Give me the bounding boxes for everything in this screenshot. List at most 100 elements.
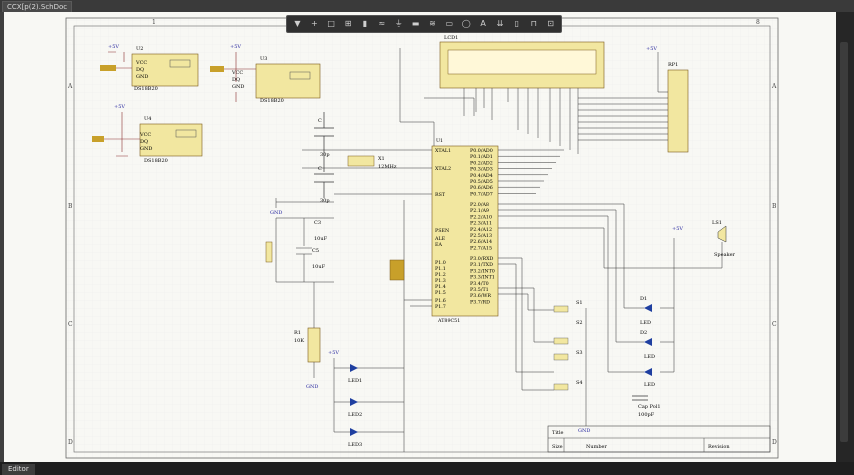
u1-pin-right: P0.4/AD4 — [470, 173, 493, 179]
parameter-icon[interactable]: ⊡ — [547, 19, 554, 28]
svg-text:10uF: 10uF — [312, 264, 326, 270]
wire-icon[interactable]: ≈ — [378, 19, 386, 28]
u2-sensor[interactable]: U2 VCC DQ GND DS18B20 +5V — [100, 44, 199, 92]
row-c: C — [772, 321, 777, 328]
row-d-left: D — [68, 439, 73, 446]
right-led-column[interactable]: D1 LED D2 LED LED +5V Cap Pol1 100pF — [498, 203, 683, 418]
u2-ref: U2 — [136, 46, 143, 52]
svg-text:10uF: 10uF — [314, 236, 328, 242]
cap-pair[interactable]: C 30p C 30p GND — [270, 112, 334, 216]
u1-pin-left: P1.5 — [435, 290, 446, 296]
u3-sensor[interactable]: U3 VCC DQ GND DS18B20 +5V — [210, 44, 321, 104]
u4-sensor[interactable]: U4 VCC DQ GND DS18B20 +5V — [92, 104, 203, 164]
u1-pin-left: P1.1 — [435, 266, 446, 272]
svg-text:S4: S4 — [576, 380, 583, 386]
port-icon[interactable]: ⊓ — [530, 19, 537, 28]
u1-pin-right: P3.3/INT1 — [470, 275, 495, 281]
sheet-symbol-icon[interactable]: ▯ — [514, 19, 520, 28]
scroll-thumb[interactable] — [840, 42, 848, 442]
u1-pin-left: RST — [435, 192, 446, 198]
col-1: 1 — [152, 19, 156, 26]
select-area-icon[interactable]: ⊞ — [344, 19, 352, 28]
svg-text:S3: S3 — [576, 350, 583, 356]
svg-text:GND: GND — [578, 428, 590, 434]
text-icon[interactable]: A — [480, 19, 486, 28]
u1-pin-left: XTAL1 — [435, 148, 451, 154]
plus-icon[interactable]: + — [310, 19, 318, 28]
editor-tab[interactable]: Editor — [2, 464, 35, 475]
svg-text:Speaker: Speaker — [714, 252, 736, 258]
power-port-icon[interactable]: ⏚ — [394, 19, 403, 28]
u1-pin-right: P3.1/TXD — [470, 262, 493, 268]
svg-text:LCD1: LCD1 — [444, 35, 458, 41]
u1-pin-right: P2.7/A15 — [470, 245, 492, 251]
u1-pin-right: P3.0/RXD — [470, 256, 493, 262]
u1-pin-right: P2.1/A9 — [470, 208, 489, 214]
svg-text:+5V: +5V — [646, 46, 657, 52]
svg-text:C: C — [318, 166, 322, 172]
filter-icon[interactable]: ▼ — [294, 19, 301, 28]
crystal-x1[interactable]: X1 12MHz — [347, 155, 397, 170]
circle-tool-icon[interactable]: ◯ — [461, 19, 471, 28]
svg-text:GND: GND — [270, 210, 282, 216]
select-rect-icon[interactable]: □ — [327, 19, 335, 28]
svg-text:GND: GND — [306, 384, 318, 390]
svg-text:DQ: DQ — [136, 67, 144, 73]
switch-array[interactable]: S1 S2 S3 S4 GND — [498, 257, 590, 434]
svg-text:12MHz: 12MHz — [378, 164, 397, 170]
svg-text:LED: LED — [644, 382, 655, 388]
svg-text:GND: GND — [136, 74, 148, 80]
row-d: D — [772, 439, 777, 446]
active-bar-toolbar: ▼ + □ ⊞ ▮ ≈ ⏚ ▬ ≋ ▭ ◯ A ⇊ ▯ ⊓ ⊡ — [286, 15, 562, 33]
u1-pin-left: P1.7 — [435, 304, 446, 310]
svg-text:GND: GND — [140, 146, 152, 152]
row-b: B — [772, 203, 777, 210]
u1-pin-right: P2.6/A14 — [470, 239, 492, 245]
u1-pin-right: P0.6/AD6 — [470, 185, 493, 191]
svg-text:U3: U3 — [260, 56, 267, 62]
border-markers: 1 A A B B C C D D 8 — [67, 19, 777, 446]
left-gutter — [0, 12, 4, 462]
u1-pin-right: P3.4/T0 — [470, 281, 489, 287]
led-column[interactable]: LED1 LED2 LED3 +5V — [328, 350, 404, 448]
svg-text:AT89C51: AT89C51 — [437, 318, 460, 324]
lcd-module[interactable]: LCD1 — [439, 35, 605, 154]
harness-icon[interactable]: ▭ — [445, 19, 454, 28]
svg-text:C3: C3 — [314, 220, 321, 226]
svg-text:+5V: +5V — [108, 44, 119, 50]
svg-text:Title: Title — [552, 430, 564, 436]
u1-pin-right: P2.3/A11 — [470, 221, 492, 227]
svg-text:VCC: VCC — [231, 70, 243, 76]
svg-text:DS18B20: DS18B20 — [260, 98, 284, 104]
reset-circuit[interactable]: C3 10uF C5 10uF R1 10K GND — [265, 217, 334, 390]
vertical-scrollbar[interactable] — [836, 12, 854, 462]
mcu-u1[interactable]: U1 AT89C51 XTAL1XTAL2RSTPSENALEEAP1.0P1.… — [431, 138, 564, 324]
component-icon[interactable]: ▮ — [362, 19, 368, 28]
bus-icon[interactable]: ▬ — [411, 19, 420, 28]
row-b-left: B — [68, 203, 73, 210]
svg-text:+5V: +5V — [230, 44, 241, 50]
u1-pin-left: P1.3 — [435, 278, 446, 284]
svg-text:U1: U1 — [436, 138, 443, 144]
rp1-resistor-pack[interactable]: RP1 +5V — [578, 46, 689, 153]
u1-pin-left: P1.6 — [435, 298, 446, 304]
svg-text:30p: 30p — [320, 152, 330, 158]
schematic-canvas[interactable]: 1 A A B B C C D D 8 U2 VCC DQ GND DS18B2… — [4, 12, 836, 462]
u1-pin-right: P3.2/INT0 — [470, 268, 495, 274]
svg-text:LED: LED — [644, 354, 655, 360]
sheet-border — [65, 17, 779, 459]
align-icon[interactable]: ⇊ — [496, 19, 504, 28]
col-8: 8 — [756, 19, 760, 26]
speaker-ls1[interactable]: LS1 Speaker — [498, 220, 736, 269]
document-tab[interactable]: CCX[p(2).SchDoc — [2, 1, 73, 12]
svg-text:LED1: LED1 — [348, 378, 362, 384]
u1-pin-left: P1.0 — [435, 260, 446, 266]
net-label-icon[interactable]: ≋ — [429, 19, 436, 28]
row-a-left: A — [67, 83, 73, 90]
u1-pin-right: P0.0/AD0 — [470, 148, 493, 154]
u1-pin-right: P0.2/AD2 — [470, 160, 493, 166]
jumper-header[interactable] — [389, 259, 405, 281]
u1-pin-left: PSEN — [435, 228, 449, 234]
schematic-svg[interactable]: 1 A A B B C C D D 8 U2 VCC DQ GND DS18B2… — [4, 12, 836, 462]
svg-text:10K: 10K — [294, 338, 304, 344]
